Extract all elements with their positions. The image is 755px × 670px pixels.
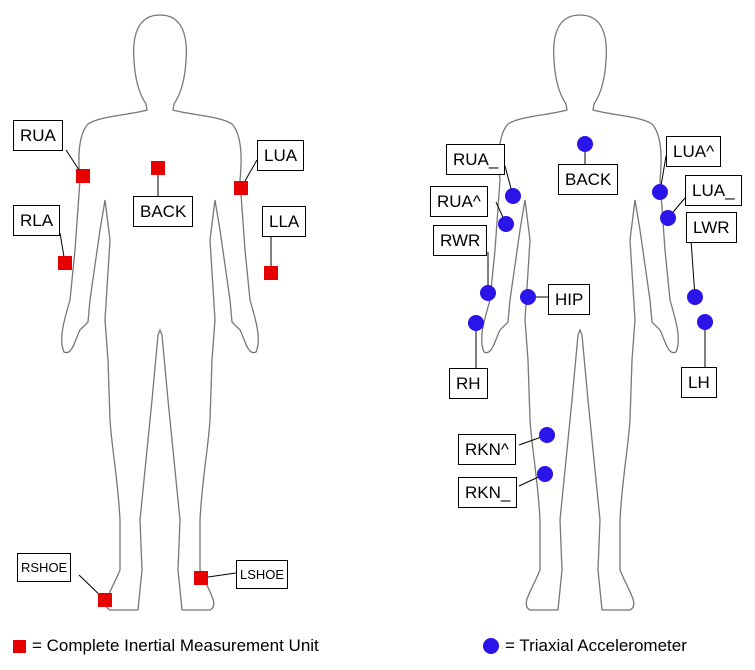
label-rla: RLA xyxy=(13,205,61,236)
imu-lla-marker xyxy=(264,266,278,280)
label-back-left: BACK xyxy=(133,196,194,227)
label-hip: HIP xyxy=(548,284,591,315)
accel-rkn-low-marker xyxy=(537,466,553,482)
label-rua-low: RUA_ xyxy=(446,144,506,175)
legend-accel: = Triaxial Accelerometer xyxy=(483,636,687,656)
imu-lua-marker xyxy=(234,181,248,195)
accel-lua-low-marker xyxy=(660,210,676,226)
accel-lh-marker xyxy=(697,314,713,330)
imu-rua-marker xyxy=(76,169,90,183)
label-rshoe: RSHOE xyxy=(17,553,72,582)
accel-rkn-high-marker xyxy=(539,427,555,443)
label-lua: LUA xyxy=(257,140,305,171)
left-body-outline xyxy=(61,14,259,611)
legend-imu: = Complete Inertial Measurement Unit xyxy=(13,636,319,656)
legend-accel-text: = Triaxial Accelerometer xyxy=(505,636,687,655)
label-lshoe: LSHOE xyxy=(236,560,289,589)
accel-lwr-marker xyxy=(687,289,703,305)
label-lla: LLA xyxy=(262,206,307,237)
accel-rua-high-marker xyxy=(498,216,514,232)
leader-line xyxy=(690,239,696,298)
imu-rla-marker xyxy=(58,256,72,270)
label-lwr: LWR xyxy=(686,212,737,243)
accel-back-marker xyxy=(577,136,593,152)
accel-lua-high-marker xyxy=(652,184,668,200)
red-square-icon xyxy=(13,639,26,653)
legend-imu-text: = Complete Inertial Measurement Unit xyxy=(32,636,319,655)
label-rh: RH xyxy=(449,368,488,399)
label-lua-high: LUA^ xyxy=(666,136,722,167)
imu-back-marker xyxy=(151,161,165,175)
accel-rua-low-marker xyxy=(505,188,521,204)
accel-hip-marker xyxy=(520,289,536,305)
accel-rwr-marker xyxy=(480,285,496,301)
label-lh: LH xyxy=(681,367,717,398)
imu-rshoe-marker xyxy=(98,593,112,607)
label-rkn-low: RKN_ xyxy=(458,477,518,508)
accel-rh-marker xyxy=(468,315,484,331)
label-rwr: RWR xyxy=(433,225,488,256)
label-rkn-high: RKN^ xyxy=(458,434,516,465)
label-rua: RUA xyxy=(13,120,63,151)
imu-lshoe-marker xyxy=(194,571,208,585)
blue-circle-icon xyxy=(483,638,499,654)
sensor-markers xyxy=(58,136,713,607)
label-back-right: BACK xyxy=(558,164,619,195)
label-rua-high: RUA^ xyxy=(430,186,488,217)
label-lua-low: LUA_ xyxy=(685,175,742,206)
